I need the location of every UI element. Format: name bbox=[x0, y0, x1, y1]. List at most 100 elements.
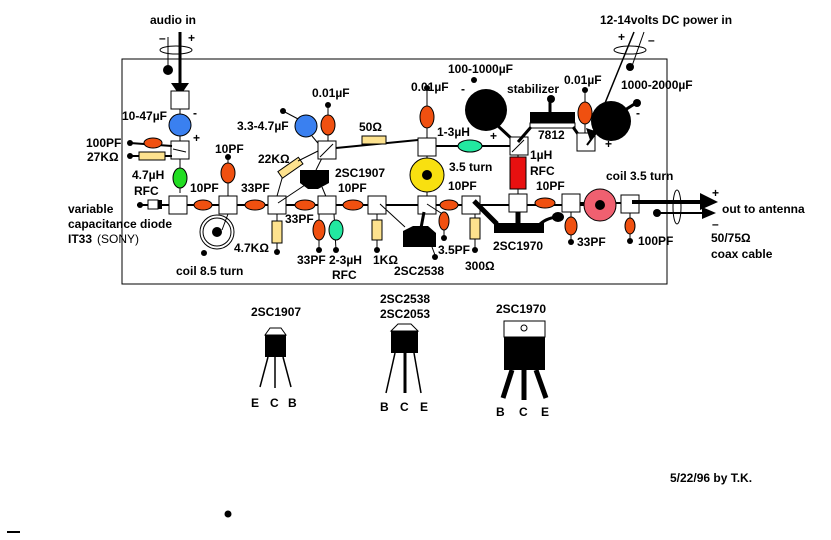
resistor-27k bbox=[138, 151, 166, 161]
capacitor-10pf-a bbox=[193, 199, 213, 211]
coax-label-1: 50/75Ω bbox=[711, 231, 751, 245]
capacitor-3-5pf bbox=[438, 211, 450, 231]
capacitor-33pf-out bbox=[564, 216, 578, 236]
capacitor-0-01uF-b bbox=[419, 105, 435, 129]
capacitor-0-01uF-c bbox=[577, 101, 593, 125]
pad bbox=[317, 195, 337, 215]
varicap-label-1: variable bbox=[68, 202, 114, 216]
power-input-cable bbox=[586, 31, 647, 140]
rfc-label-left: RFC bbox=[134, 184, 159, 198]
capacitor-100pf bbox=[143, 137, 163, 149]
regulator-7812 bbox=[530, 112, 575, 123]
c-100pf-right-label: 100PF bbox=[638, 234, 673, 248]
pin-label: C bbox=[519, 405, 528, 419]
c-100-1000uF-label: 100-1000µF bbox=[448, 62, 513, 76]
c-33pf-d-label: 33PF bbox=[577, 235, 606, 249]
c-33pf-a-label: 33PF bbox=[241, 181, 270, 195]
coil-8-5-label: coil 8.5 turn bbox=[176, 264, 243, 278]
c-10pf-c-label: 10PF bbox=[338, 181, 367, 195]
c-0-01uF-b-label: 0.01µF bbox=[411, 80, 449, 94]
pad bbox=[561, 193, 581, 213]
transistor-2sc2538 bbox=[403, 226, 436, 247]
electrolytic-capacitor-100-1000uF bbox=[465, 89, 507, 131]
pinout-name: 2SC2053 bbox=[380, 307, 430, 321]
electrolytic-capacitor-10-47uF bbox=[168, 113, 192, 137]
plus-sign-3: + bbox=[605, 137, 612, 151]
pad bbox=[218, 195, 238, 215]
c-0-01uF-c-label: 0.01µF bbox=[564, 73, 602, 87]
varicap-diode bbox=[147, 199, 159, 210]
c-10pf-e-label: 10PF bbox=[536, 179, 565, 193]
reg-7812-label: 7812 bbox=[538, 128, 565, 142]
pin-label: B bbox=[496, 405, 505, 419]
coil-3-5-label: 3.5 turn bbox=[449, 160, 492, 174]
c-10-47uF-label: 10-47µF bbox=[122, 109, 167, 123]
inductor-2-3uH bbox=[328, 219, 344, 241]
pinout-name: 2SC1970 bbox=[496, 302, 546, 316]
audio-minus: – bbox=[159, 31, 166, 45]
stray-dash bbox=[7, 531, 20, 533]
rfc-right-label: RFC bbox=[530, 164, 555, 178]
c-10pf-b-label: 10PF bbox=[215, 142, 244, 156]
pad bbox=[267, 195, 287, 215]
capacitor-33pf-a bbox=[244, 199, 266, 211]
l-4-7uH-label: 4.7µH bbox=[132, 168, 164, 182]
resistor-4-7k bbox=[271, 220, 283, 244]
r-1k-label: 1KΩ bbox=[373, 253, 398, 267]
minus-sign-2: - bbox=[461, 82, 465, 96]
out-minus: – bbox=[712, 217, 719, 231]
r-300-label: 300Ω bbox=[465, 259, 495, 273]
transistor-2sc1907 bbox=[300, 170, 329, 189]
capacitor-10pf-c bbox=[342, 199, 364, 211]
c-3-5pf-label: 3.5PF bbox=[438, 243, 470, 257]
antenna-output-cable bbox=[632, 189, 718, 225]
q-2sc1970-label: 2SC1970 bbox=[493, 239, 543, 253]
r-50-label: 50Ω bbox=[359, 120, 382, 134]
pad bbox=[508, 193, 528, 213]
coax-label-2: coax cable bbox=[711, 247, 773, 261]
pin-label: E bbox=[541, 405, 549, 419]
capacitor-10pf-d bbox=[439, 199, 459, 211]
pin-label: B bbox=[288, 396, 297, 410]
l-1-3uH-label: 1-3µH bbox=[437, 125, 470, 139]
pad bbox=[170, 90, 190, 110]
pad bbox=[417, 137, 437, 157]
plus-sign: + bbox=[193, 131, 200, 145]
rfc-1uH bbox=[509, 156, 527, 190]
q-2sc1907-label: 2SC1907 bbox=[335, 166, 385, 180]
varicap-label-3: IT33 bbox=[68, 232, 92, 246]
pad bbox=[367, 195, 387, 215]
plus-sign-2: + bbox=[490, 129, 497, 143]
minus-sign: - bbox=[193, 106, 197, 120]
c-10pf-a-label: 10PF bbox=[190, 181, 219, 195]
power-minus: – bbox=[648, 33, 655, 47]
r-27k-label: 27KΩ bbox=[87, 150, 119, 164]
capacitor-33pf-c bbox=[294, 199, 316, 211]
l-2-3uH-label: 2-3µH bbox=[329, 253, 362, 267]
pinout-name: 2SC1907 bbox=[251, 305, 301, 319]
coil-3-5-out-label: coil 3.5 turn bbox=[606, 169, 673, 183]
pin-label: B bbox=[380, 400, 389, 414]
credit-label: 5/22/96 by T.K. bbox=[670, 471, 752, 485]
coil-8-5-turn bbox=[202, 217, 232, 247]
pinout-2sc1970: 2SC1970 B C E bbox=[496, 302, 549, 419]
capacitor-100pf-out bbox=[624, 217, 636, 235]
capacitor-10pf-b bbox=[220, 162, 236, 184]
l-1uH-label: 1µH bbox=[530, 148, 552, 162]
resistor-1k bbox=[371, 219, 383, 241]
minus-sign-3: - bbox=[636, 106, 640, 120]
pinout-2sc2538: 2SC2538 2SC2053 B C E bbox=[380, 292, 430, 414]
varicap-label-sony: (SONY) bbox=[97, 232, 139, 246]
pad bbox=[168, 195, 188, 215]
c-33pf-c-label: 33PF bbox=[297, 253, 326, 267]
stabilizer-label: stabilizer bbox=[507, 82, 559, 96]
capacitor-10pf-e bbox=[534, 197, 556, 209]
power-plus: + bbox=[618, 30, 625, 44]
pcb-outline bbox=[121, 58, 668, 285]
audio-plus: + bbox=[188, 31, 195, 45]
pinout-name: 2SC2538 bbox=[380, 292, 430, 306]
out-plus: + bbox=[712, 186, 719, 200]
c-3-3-4-7uF-label: 3.3-4.7µF bbox=[237, 119, 289, 133]
inductor-1-3uH bbox=[457, 139, 483, 153]
power-in-label: 12-14volts DC power in bbox=[600, 13, 732, 27]
